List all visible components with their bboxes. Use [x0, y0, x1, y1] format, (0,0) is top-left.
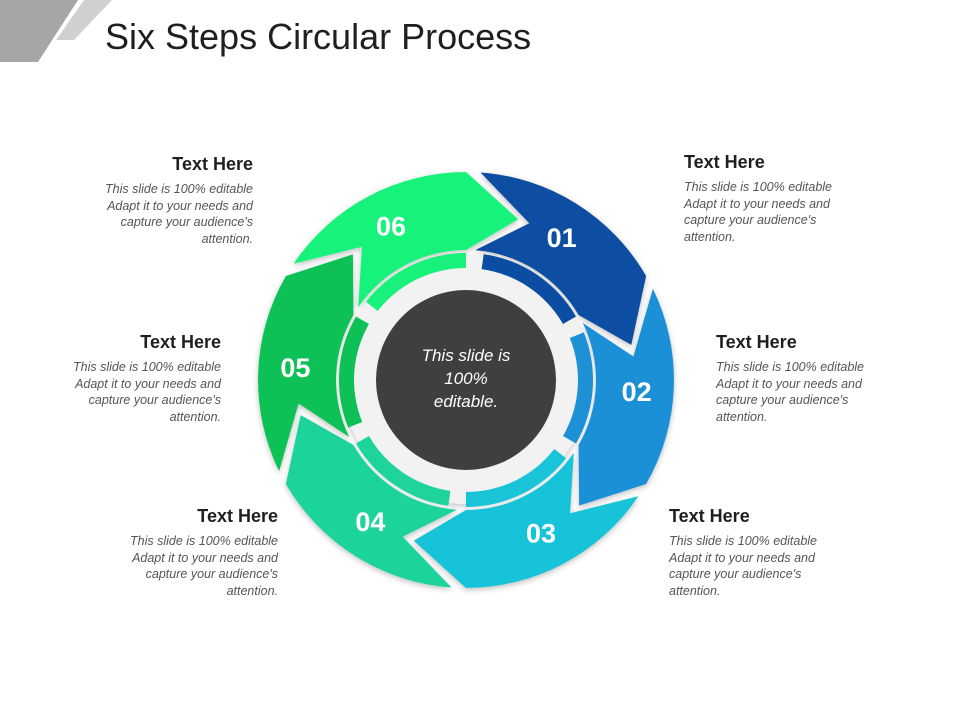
center-text-line: 100% [444, 369, 487, 388]
step-number-06: 06 [376, 211, 406, 241]
callout-heading: Text Here [140, 332, 221, 352]
callout-line: capture your audience's [669, 567, 802, 581]
callout-body: This slide is 100% editable Adapt it to … [21, 359, 221, 425]
step-arrow-01 [475, 172, 647, 345]
callout-line: This slide is 100% editable [684, 180, 832, 194]
inner-arc-06 [365, 253, 466, 311]
callout-line: Adapt it to your needs and [716, 376, 862, 391]
step-number-01: 01 [547, 223, 577, 253]
callout-line: This slide is 100% editable [716, 360, 864, 374]
center-circle [376, 290, 556, 470]
inner-arc-02 [563, 332, 594, 444]
callout-step-06: Text Here This slide is 100% editable Ad… [53, 154, 253, 247]
step-arrow-05 [258, 254, 354, 472]
inner-arc-03 [466, 449, 567, 508]
callout-body: This slide is 100% editable Adapt it to … [716, 359, 916, 425]
callout-step-02: Text Here This slide is 100% editable Ad… [716, 332, 916, 425]
callout-heading: Text Here [684, 152, 765, 172]
callout-heading: Text Here [716, 332, 797, 352]
callout-line: Adapt it to your needs and [132, 550, 278, 565]
callout-heading: Text Here [197, 506, 278, 526]
callout-line: attention. [669, 583, 721, 598]
callout-heading: Text Here [172, 154, 253, 174]
callout-body: This slide is 100% editable Adapt it to … [684, 179, 884, 245]
callout-body: This slide is 100% editable Adapt it to … [669, 533, 869, 599]
callout-step-05: Text Here This slide is 100% editable Ad… [21, 332, 221, 425]
step-number-03: 03 [526, 519, 556, 549]
step-number-04: 04 [355, 507, 385, 537]
callout-line: attention. [716, 409, 768, 424]
callout-line: Adapt it to your needs and [107, 198, 253, 213]
callout-line: capture your audience's [684, 213, 817, 227]
inner-arc-04 [356, 436, 451, 506]
step-arrow-03 [413, 452, 639, 588]
callout-line: Adapt it to your needs and [669, 550, 815, 565]
callout-line: capture your audience's [145, 567, 278, 581]
callout-line: capture your audience's [88, 393, 221, 407]
step-arrow-06 [293, 172, 519, 308]
callout-line: Adapt it to your needs and [75, 376, 221, 391]
callout-line: attention. [169, 409, 221, 424]
step-number-05: 05 [280, 353, 310, 383]
center-text-line: editable. [434, 392, 498, 411]
corner-decoration [0, 0, 112, 62]
callout-line: attention. [684, 229, 736, 244]
callout-step-04: Text Here This slide is 100% editable Ad… [78, 506, 278, 599]
slide-title: Six Steps Circular Process [105, 16, 532, 57]
callout-step-01: Text Here This slide is 100% editable Ad… [684, 152, 884, 245]
callout-line: attention. [226, 583, 278, 598]
step-number-02: 02 [622, 377, 652, 407]
callout-line: capture your audience's [716, 393, 849, 407]
step-arrow-04 [285, 415, 457, 588]
inner-arc-01 [481, 254, 576, 324]
callout-line: This slide is 100% editable [105, 182, 253, 196]
callout-line: attention. [201, 231, 253, 246]
callout-line: capture your audience's [120, 215, 253, 229]
callout-body: This slide is 100% editable Adapt it to … [53, 181, 253, 247]
callout-body: This slide is 100% editable Adapt it to … [78, 533, 278, 599]
callout-line: This slide is 100% editable [73, 360, 221, 374]
callout-line: This slide is 100% editable [669, 534, 817, 548]
callout-step-03: Text Here This slide is 100% editable Ad… [669, 506, 869, 599]
callout-heading: Text Here [669, 506, 750, 526]
callout-line: This slide is 100% editable [130, 534, 278, 548]
center-text-line: This slide is [422, 346, 511, 365]
inner-arc-05 [338, 316, 369, 428]
step-arrow-02 [578, 288, 674, 506]
callout-line: Adapt it to your needs and [684, 196, 830, 211]
